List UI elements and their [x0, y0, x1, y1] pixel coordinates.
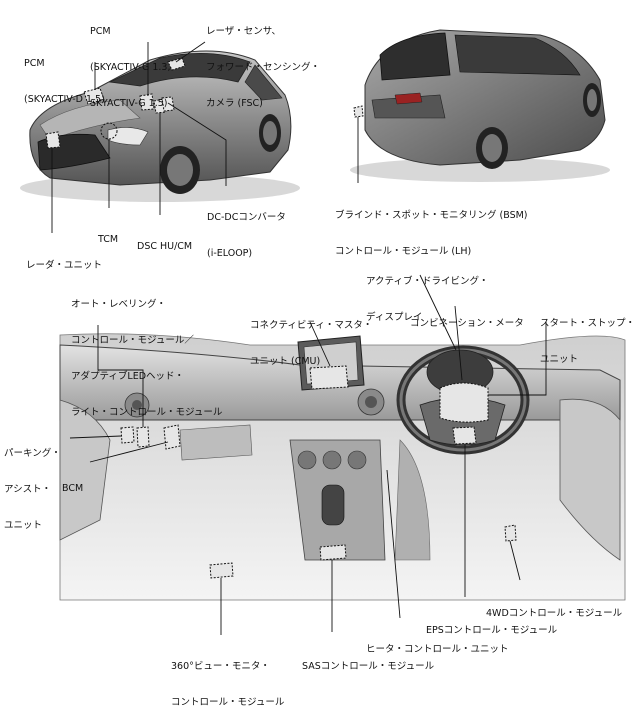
dcdc-line-1: DC-DCコンバータ	[207, 212, 286, 223]
tcm-line-1: TCM	[98, 234, 119, 245]
bcm-label: BCM	[62, 459, 83, 507]
dcdc-marker	[161, 96, 175, 112]
cmu-line-2: ユニット (CMU)	[250, 356, 321, 367]
leader-lines	[51, 41, 547, 635]
active-display-label: アクティブ・ドライビング・ ディスプレイ	[366, 252, 488, 336]
view360-line-2: コントロール・モジュール	[171, 697, 285, 708]
awd-marker	[504, 524, 517, 542]
cmu-label: コネクティビティ・マスタ・ ユニット (CMU)	[250, 296, 372, 380]
parking-assist-line-3: ユニット	[4, 520, 43, 531]
fsc-line-2: フォワード・センシング・	[206, 62, 321, 73]
cmu-marker	[309, 365, 349, 390]
active-display-line-1: アクティブ・ドライビング・	[366, 276, 489, 287]
fsc-marker	[167, 57, 186, 71]
pcm-diesel-line-2: (SKYACTIV-D 1.5)	[24, 94, 105, 105]
eps-marker	[452, 426, 477, 445]
parking-assist-marker	[120, 426, 135, 444]
bcm-line-1: BCM	[62, 483, 84, 494]
sas-label: SASコントロール・モジュール	[302, 637, 434, 685]
combination-meter-label: コンビネーション・メータ	[410, 294, 524, 342]
active-display-line-2: ディスプレイ	[366, 312, 423, 323]
dsc-line-1: DSC HU/CM	[137, 241, 193, 252]
heater-label: ヒータ・コントロール・ユニット	[366, 620, 509, 668]
pcm-gasoline-line-3: SKYACTIV-G 1.5)	[90, 98, 168, 109]
bsm-line-2: コントロール・モジュール (LH)	[335, 246, 472, 257]
eps-line-1: EPSコントロール・モジュール	[426, 625, 558, 636]
start-stop-line-1: スタート・ストップ・	[540, 318, 636, 329]
auto-leveling-marker	[136, 426, 150, 448]
tcm-label: TCM	[98, 210, 118, 258]
awd-line-1: 4WDコントロール・モジュール	[486, 608, 623, 619]
view360-marker	[209, 562, 234, 579]
view360-line-1: 360°ビュー・モニタ・	[171, 661, 270, 672]
sas-line-1: SASコントロール・モジュール	[302, 661, 435, 672]
bsm-line-1: ブラインド・スポット・モニタリング (BSM)	[335, 210, 528, 221]
combination-meter-marker	[439, 382, 489, 423]
fsc-label: レーザ・センサ、 フォワード・センシング・ カメラ (FSC)	[206, 2, 320, 122]
auto-leveling-label: オート・レベリング・ コントロール・モジュール／ アダプティブLEDヘッド・ ラ…	[71, 275, 222, 431]
fsc-line-3: カメラ (FSC)	[206, 98, 263, 109]
view360-label: 360°ビュー・モニタ・ コントロール・モジュール	[171, 637, 284, 721]
fsc-line-1: レーザ・センサ、	[206, 26, 281, 37]
eps-label: EPSコントロール・モジュール	[426, 601, 557, 649]
heater-line-1: ヒータ・コントロール・ユニット	[366, 644, 509, 655]
pcm-gasoline-label: PCM (SKYACTIV-G 1.3, SKYACTIV-G 1.5)	[90, 2, 171, 122]
pcm-diesel-label: PCM (SKYACTIV-D 1.5)	[24, 34, 105, 118]
dcdc-line-2: (i-ELOOP)	[207, 248, 253, 259]
awd-label: 4WDコントロール・モジュール	[486, 584, 622, 632]
combination-meter-line-1: コンビネーション・メータ	[410, 318, 524, 329]
radar-label: レーダ・ユニット	[26, 236, 102, 284]
cmu-line-1: コネクティビティ・マスタ・	[250, 320, 373, 331]
pcm-gasoline-line-1: PCM	[90, 26, 111, 37]
auto-leveling-line-4: ライト・コントロール・モジュール	[71, 407, 223, 418]
component-location-diagram	[20, 29, 626, 635]
radar-marker	[45, 131, 61, 149]
start-stop-line-2: ユニット	[540, 354, 579, 365]
start-stop-label: スタート・ストップ・ ユニット	[540, 294, 635, 378]
dcdc-label: DC-DCコンバータ (i-ELOOP)	[207, 188, 286, 272]
bsm-marker	[353, 105, 364, 118]
bcm-marker	[163, 424, 181, 450]
rear-car-illustration	[350, 29, 610, 182]
auto-leveling-line-1: オート・レベリング・	[71, 299, 167, 310]
pcm-gasoline-line-2: (SKYACTIV-G 1.3,	[90, 62, 171, 73]
parking-assist-label: パーキング・ アシスト・ ユニット	[4, 424, 61, 544]
parking-assist-line-2: アシスト・	[4, 484, 52, 495]
component-markers	[45, 57, 517, 579]
radar-line-1: レーダ・ユニット	[26, 260, 103, 271]
sas-marker	[319, 544, 347, 561]
dsc-label: DSC HU/CM	[137, 217, 192, 265]
parking-assist-line-1: パーキング・	[4, 448, 61, 459]
bsm-label: ブラインド・スポット・モニタリング (BSM) コントロール・モジュール (LH…	[335, 186, 528, 270]
pcm-diesel-line-1: PCM	[24, 58, 45, 69]
auto-leveling-line-2: コントロール・モジュール／	[71, 335, 194, 346]
auto-leveling-line-3: アダプティブLEDヘッド・	[71, 371, 185, 382]
